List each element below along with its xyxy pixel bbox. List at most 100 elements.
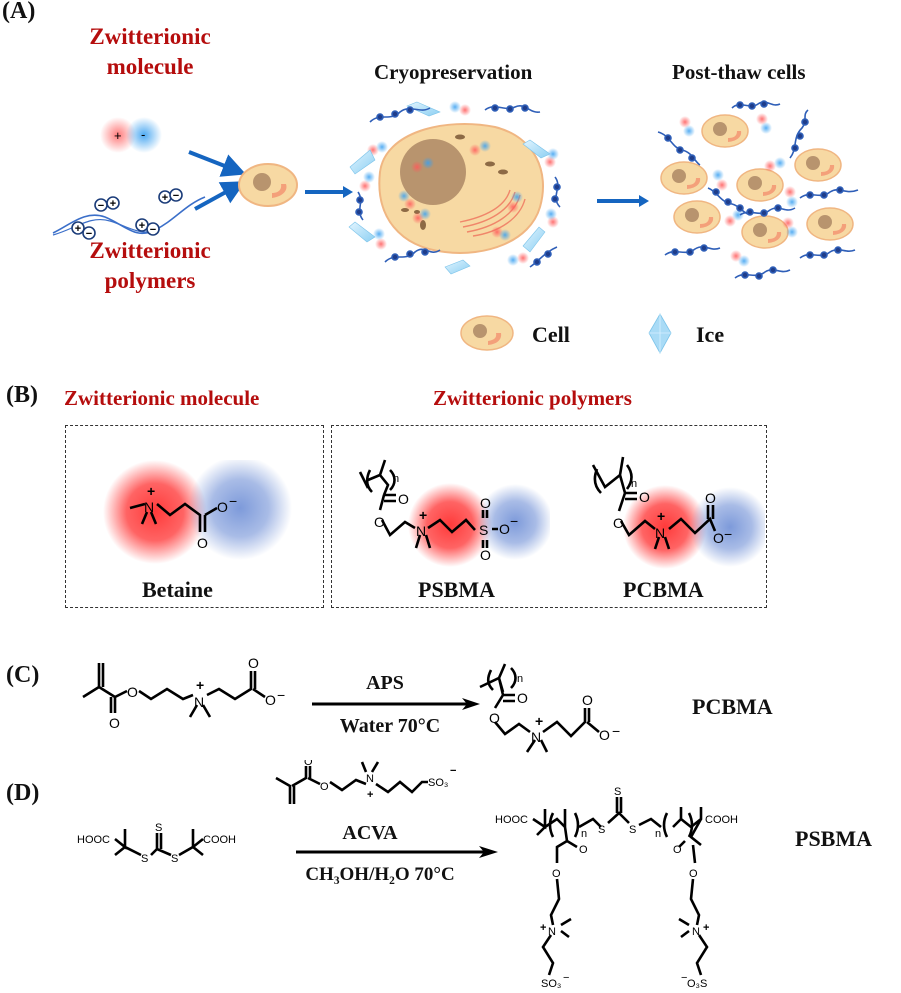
sulfur-atom: S [171,853,178,865]
polymer-backbone [52,219,161,236]
nitrogen-atom: N [548,926,556,938]
oxygen-atom: O [248,655,259,671]
nitrogen-atom: N [144,499,154,515]
bond [380,518,476,549]
post-thaw-cell [701,114,749,148]
psbma-structure: n O O N + S O O O − [358,459,550,567]
title-line: molecule [106,54,194,79]
bond [140,511,158,525]
sulfur-atom: S [479,522,488,538]
zwitterionic-molecule-heading: Zwitterionic molecule [64,386,260,410]
arrows-to-cell [188,150,245,211]
n-subscript: n [581,828,587,840]
legend-ice-label: Ice [696,322,725,347]
oxygen-atom: O [705,490,716,506]
bond [114,829,204,857]
minus-sign: - [141,127,145,142]
panel-c-condition: Water 70°C [339,715,441,737]
oxygen-atom: O [582,692,593,708]
bracket [662,812,694,838]
svg-text:−: − [98,200,104,212]
polymer-chains [355,104,561,268]
nitrogen-atom: N [416,523,426,539]
bond [156,502,218,532]
panel-a-label: (A) [2,0,36,24]
betaine-structure: N + O − O [103,460,292,564]
arrow-to-post-thaw [597,195,649,207]
post-thaw-cell [806,207,854,241]
legend-cell-label: Cell [532,322,570,347]
sulfur-atom: S [614,786,621,798]
nitrogen-atom: N [692,926,700,938]
betaine-name: Betaine [142,577,213,602]
zwitterionic-polymer-chain-icon: +− −+ +− +− [52,188,206,240]
pcbma-name: PCBMA [623,577,704,602]
oxygen-atom: O [552,868,561,880]
cooh-group: COOH [705,814,738,826]
post-thaw-cells-title: Post-thaw cells [672,60,806,84]
oxygen-atom: O [599,727,610,743]
oxygen-atom: O [613,515,624,531]
svg-text:−: − [173,190,179,202]
minus-charge: − [229,493,237,509]
panel-c-reagent: APS [366,672,404,694]
oxygen-atom: O [639,489,650,505]
plus-charge: + [703,922,709,934]
cell-icon [238,163,298,207]
plus-sign: + [114,128,122,143]
nucleus [400,139,466,205]
svg-text:+: + [139,220,145,232]
post-thaw-cell [794,148,842,182]
bond [678,878,709,976]
n-subscript: n [517,673,523,685]
ice-crystals [348,101,551,275]
title-line: polymers [104,268,196,293]
sulfur-atom: S [598,824,605,836]
bond [129,502,146,510]
psbma-name: PSBMA [418,577,495,602]
bracket [365,469,396,493]
arrow-to-cryopreservation [305,186,353,198]
cooh-group: COOH [203,834,236,846]
arrow-from-molecule [188,150,245,177]
polymers-box [331,425,767,608]
post-thaw-cells-illustration [657,100,859,280]
panel-c-product-name: PCBMA [692,694,773,719]
zwitterion-molecule-icon: + - [100,117,162,153]
bracket [548,812,580,838]
nitrogen-atom: N [366,773,374,785]
oxygen-atom: O [320,781,329,793]
post-thaw-cell [660,161,708,195]
panel-b-label: (B) [6,382,38,408]
svg-text:+: + [75,223,81,235]
zwitterionic-polymers-heading: Zwitterionic polymers [433,386,632,410]
bond [541,878,572,976]
oxygen-atom: O [517,690,528,706]
svg-text:−: − [86,228,92,240]
cation-glow [623,485,707,569]
so3-group: SO₃ [428,777,448,789]
minus-charge: − [724,526,732,542]
post-thaw-cell [673,200,721,234]
nitrogen-atom: N [531,729,541,745]
panel-d-reagent: ACVA [342,822,398,844]
sulfur-atom: S [155,822,162,834]
title-line: Zwitterionic [89,24,211,49]
plus-charge: + [540,922,546,934]
n-subscript: n [655,828,661,840]
oxygen-atom: O [197,535,208,551]
zwitterionic-molecule-title: Zwitterionic molecule [50,22,250,82]
polymer-backbone [52,196,206,235]
bond [607,797,630,824]
plus-charge: + [367,789,373,801]
panel-d-label: (D) [6,780,40,806]
oxygen-atom: O [217,499,228,515]
n-subscript: n [393,473,399,485]
oxygen-atom: O [480,495,491,511]
svg-text:+: + [110,198,116,210]
zwitterion-glows [679,113,798,267]
oxygen-atom: O [480,547,491,563]
zwitterion-glows [359,101,559,266]
o3s-group: O₃S [687,978,707,990]
minus-charge: − [681,972,687,984]
